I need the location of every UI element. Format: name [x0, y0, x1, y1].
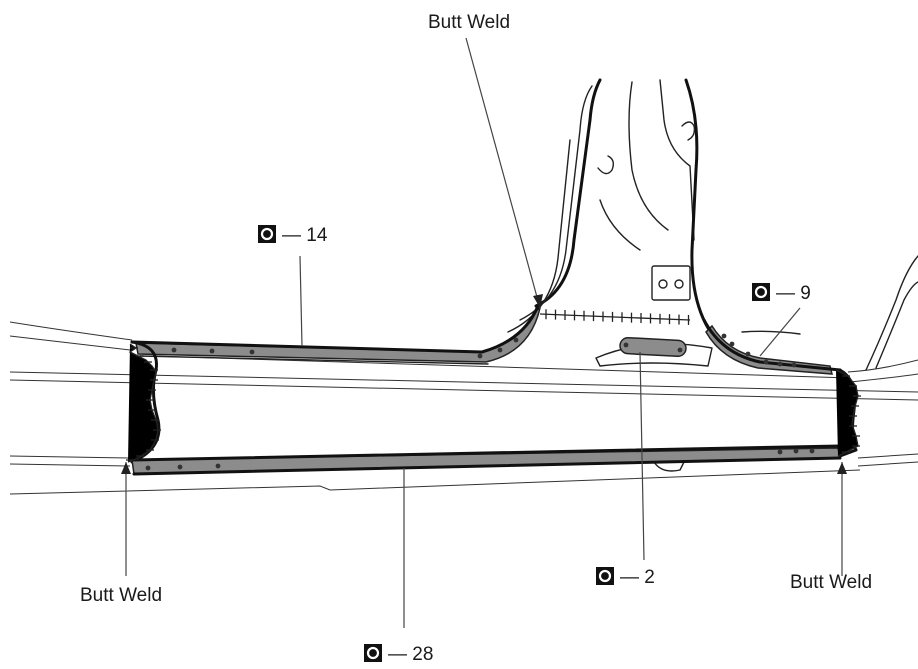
- butt-weld-label-top: Butt Weld: [428, 12, 510, 33]
- spot-weld-dot: [177, 464, 183, 470]
- spot-weld-dot: [513, 337, 519, 343]
- spot-weld-dot: [777, 361, 783, 367]
- callout-right-flange-text: — 9: [776, 283, 811, 304]
- spot-welds: [145, 333, 815, 471]
- body-outline: [9, 78, 918, 495]
- spot-weld-dot: [809, 448, 815, 454]
- callout-center-plug: — 2: [596, 567, 655, 588]
- leader-lines: [121, 37, 847, 628]
- spot-weld-dot: [793, 448, 799, 454]
- spot-weld-dot: [721, 333, 727, 339]
- spot-weld-dot: [623, 342, 629, 348]
- spot-weld-dot: [477, 353, 483, 359]
- spot-weld-icon: [258, 225, 276, 243]
- butt-weld-ticks: [126, 309, 861, 463]
- spot-weld-icon: [752, 283, 770, 301]
- callout-right-flange: — 9: [752, 283, 811, 304]
- spot-weld-dot: [777, 449, 783, 455]
- butt-weld-label-right: Butt Weld: [790, 572, 872, 593]
- callout-lower-flange: — 28: [364, 644, 433, 665]
- butt-weld-label-left: Butt Weld: [80, 585, 162, 606]
- spot-weld-dot: [249, 349, 255, 355]
- spot-weld-icon: [596, 567, 614, 585]
- spot-weld-dot: [745, 351, 751, 357]
- callout-upper-flange-text: — 14: [282, 225, 328, 246]
- spot-weld-dot: [209, 348, 215, 354]
- spot-weld-dot: [215, 463, 221, 469]
- center-plug-band: [619, 336, 687, 358]
- spot-weld-dot: [729, 341, 735, 347]
- spot-weld-icon: [364, 644, 382, 662]
- spot-weld-dot: [677, 347, 683, 353]
- spot-weld-dot: [763, 359, 769, 365]
- spot-weld-dot: [145, 465, 151, 471]
- spot-weld-dot: [497, 347, 503, 353]
- spot-weld-dot: [171, 347, 177, 353]
- callout-lower-flange-text: — 28: [388, 644, 433, 665]
- callout-upper-flange: — 14: [258, 225, 328, 246]
- callout-center-plug-text: — 2: [620, 567, 655, 588]
- spot-weld-dot: [791, 362, 797, 368]
